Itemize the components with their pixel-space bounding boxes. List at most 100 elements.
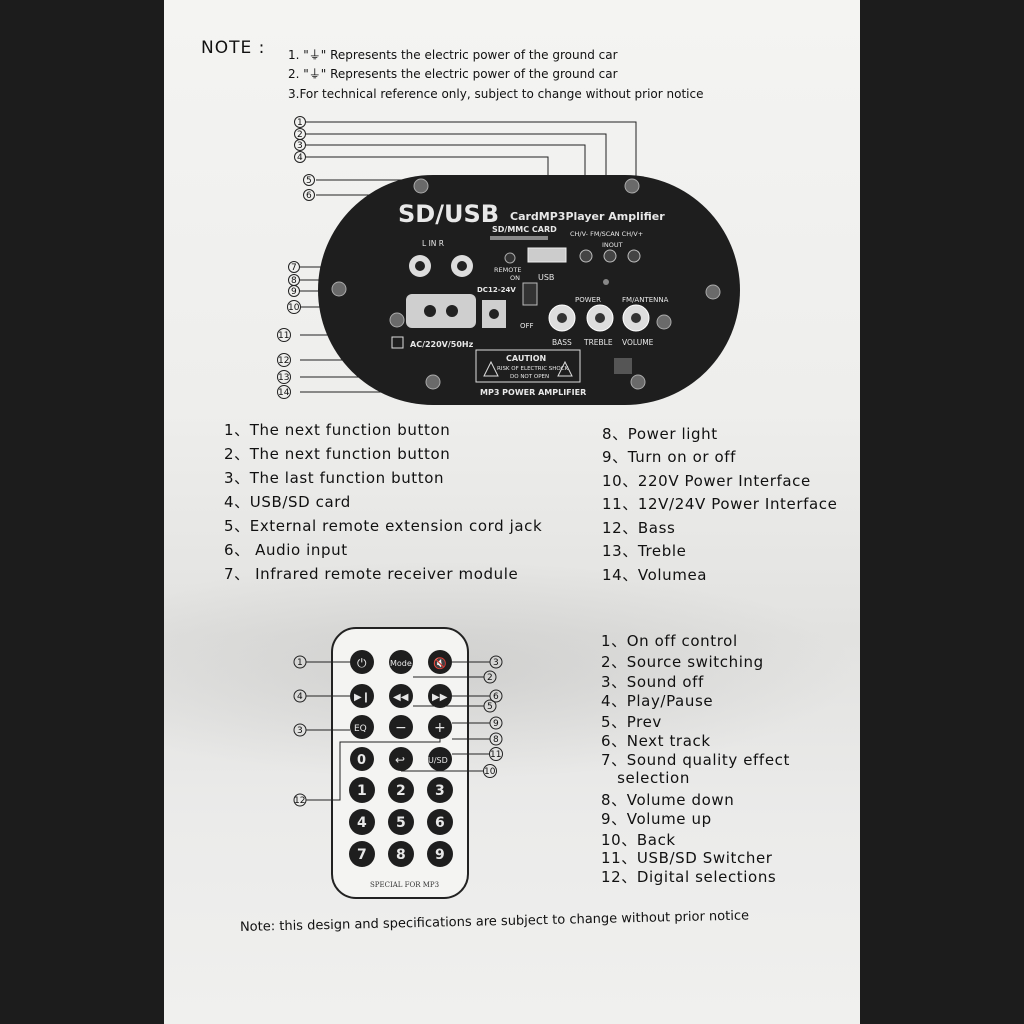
digit-9: 9 — [435, 847, 445, 863]
legend-left-7: 7、 Infrared remote receiver module — [224, 565, 519, 583]
ac-label: AC/220V/50Hz — [410, 340, 474, 349]
remote-legend-3: 3、Sound off — [601, 673, 704, 691]
caution-text: RISK OF ELECTRIC SHOCK — [497, 366, 569, 372]
panel-callout-10: 10 — [288, 303, 300, 313]
remote-callout-1: 1 — [297, 658, 303, 668]
remote-legend-9: 9、Volume up — [601, 810, 712, 828]
on-label: ON — [510, 274, 520, 282]
volume-down-button — [389, 715, 413, 739]
panel-callout-4: 4 — [297, 153, 303, 163]
prev-button — [389, 684, 413, 708]
panel-callout-11: 11 — [278, 331, 289, 341]
remote-callout-8: 8 — [493, 735, 499, 745]
next-icon: ▶▶ — [432, 692, 448, 703]
inout-label: INOUT — [602, 241, 623, 249]
ac-power-socket — [406, 294, 476, 328]
remote-legend-10: 10、Back — [601, 831, 676, 849]
digit-pad: 1 2 3 4 5 6 7 8 9 — [349, 777, 453, 867]
minus-icon: − — [395, 720, 407, 736]
remote-legend-7: 7、Sound quality effect — [601, 751, 790, 769]
back-button — [389, 747, 413, 771]
digit-6: 6 — [435, 815, 445, 831]
panel-callout-12: 12 — [278, 356, 289, 366]
back-icon: ↩ — [395, 753, 405, 767]
remote-callout-10: 10 — [484, 767, 496, 777]
panel-callout-14: 14 — [278, 388, 290, 398]
panel-bottom-label: MP3 POWER AMPLIFIER — [480, 388, 586, 397]
mute-button — [428, 650, 452, 674]
tone-knobs — [548, 304, 650, 332]
digit-0-button — [350, 747, 374, 771]
remote-callout-6: 6 — [493, 692, 499, 702]
panel-control-buttons — [579, 249, 641, 263]
caution-label-box — [475, 349, 581, 383]
panel-subtitle: CardMP3Player Amplifier — [510, 210, 665, 223]
legend-right-9: 9、Turn on or off — [602, 448, 737, 466]
remote-control: ⏻ Mode 🔇 ▶❙ ◀◀ ▶▶ EQ − + 0 ↩ U/SD 1 2 3 … — [331, 627, 469, 899]
digit-3: 3 — [435, 783, 445, 799]
panel-callout-numbers: 1 2 3 4 5 6 7 8 9 10 11 12 13 14 — [277, 116, 315, 399]
remote-callout-4: 4 — [297, 692, 303, 702]
play-pause-icon: ▶❙ — [354, 692, 370, 703]
panel-callout-13: 13 — [278, 373, 289, 383]
remote-jack — [504, 252, 516, 264]
legend-right-11: 11、12V/24V Power Interface — [602, 495, 838, 513]
remote-callout-5: 5 — [487, 702, 493, 712]
power-icon: ⏻ — [357, 656, 367, 670]
eq-button — [350, 715, 374, 739]
dc-input-label: DC12-24V — [477, 286, 516, 294]
remote-legend-2: 2、Source switching — [601, 653, 764, 671]
card-slot-label: SD/MMC CARD — [492, 225, 557, 234]
remote-callout-3b: 3 — [297, 726, 303, 736]
note-line-2: 2. "⏚" Represents the electric power of … — [288, 67, 618, 81]
remote-label: REMOTE — [494, 266, 521, 274]
caution-sub: DO NOT OPEN — [510, 374, 549, 380]
treble-knob-label: TREBLE — [583, 338, 613, 347]
note-line-3: 3.For technical reference only, subject … — [288, 87, 704, 101]
audio-input-jacks — [409, 255, 473, 277]
legend-right-8: 8、Power light — [602, 425, 718, 443]
audio-input-label: L IN R — [422, 239, 444, 248]
digit-0: 0 — [357, 753, 366, 768]
panel-callout-8: 8 — [291, 276, 297, 286]
power-switch — [522, 282, 538, 306]
mute-icon: 🔇 — [433, 657, 447, 670]
eq-button-label: EQ — [354, 724, 367, 734]
panel-screws — [331, 178, 721, 390]
digit-8: 8 — [396, 847, 406, 863]
panel-callout-5: 5 — [306, 176, 312, 186]
note-line-1: 1. "⏚" Represents the electric power of … — [288, 48, 618, 62]
panel-callout-2: 2 — [297, 130, 303, 140]
caution-title: CAUTION — [506, 354, 546, 363]
panel-callout-7: 7 — [291, 263, 297, 273]
off-label: OFF — [520, 322, 534, 330]
legend-left-1: 1、The next function button — [224, 421, 451, 439]
remote-legend-6: 6、Next track — [601, 732, 711, 750]
digit-7: 7 — [357, 847, 367, 863]
legend-left-2: 2、The next function button — [224, 445, 451, 463]
remote-callout-2: 2 — [487, 673, 493, 683]
ir-receiver — [603, 279, 609, 285]
prev-icon: ◀◀ — [393, 692, 409, 703]
mode-button-label: Mode — [390, 659, 412, 668]
remote-legend-7-cont: selection — [601, 769, 690, 787]
remote-callout-3a: 3 — [493, 658, 499, 668]
panel-callout-6: 6 — [306, 191, 312, 201]
usb-sd-button — [428, 747, 452, 771]
remote-callout-lines — [306, 661, 490, 801]
play-pause-button — [350, 684, 374, 708]
panel-callout-3: 3 — [297, 141, 303, 151]
legend-left-3: 3、The last function button — [224, 469, 445, 487]
legend-left-6: 6、 Audio input — [224, 541, 348, 559]
remote-callout-9: 9 — [493, 719, 499, 729]
panel-sticker — [614, 358, 632, 374]
remote-legend-4: 4、Play/Pause — [601, 692, 714, 710]
remote-legend-5: 5、Prev — [601, 713, 662, 731]
digit-1: 1 — [357, 783, 367, 799]
volume-knob-label: VOLUME — [622, 338, 654, 347]
remote-legend-8: 8、Volume down — [601, 791, 735, 809]
control-button-labels: CH/V- FM/SCAN CH/V+ — [570, 230, 643, 238]
legend-right-13: 13、Treble — [602, 542, 687, 560]
remote-bottom-text: SPECIAL FOR MP3 — [370, 881, 439, 889]
